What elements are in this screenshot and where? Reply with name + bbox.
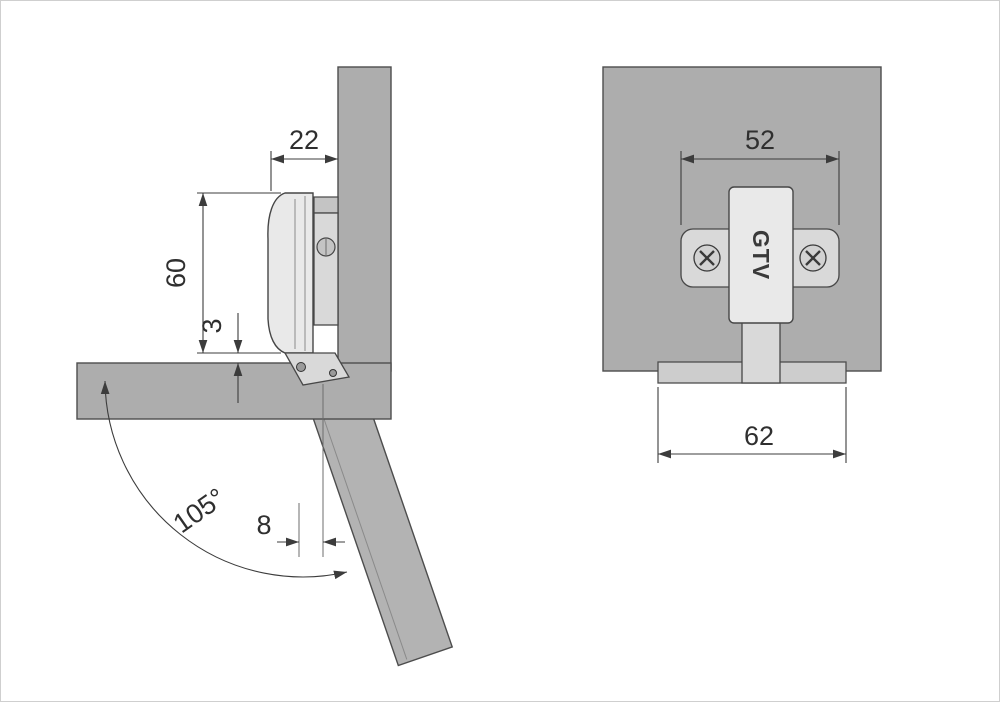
pivot-point (296, 362, 306, 372)
dim-gap: 3 (197, 313, 243, 403)
dim-label-gap: 3 (197, 318, 227, 333)
dim-label-screw-spacing: 52 (745, 125, 775, 155)
dim-label-plate-width: 62 (744, 421, 774, 451)
front-view: GTV 52 62 (602, 66, 882, 463)
dim-label-offset: 8 (256, 510, 271, 540)
cabinet-side-panel (337, 66, 392, 372)
dim-cup-distance: 22 (270, 125, 338, 191)
angle-label: 105° (168, 482, 231, 539)
brand-label: GTV (748, 230, 774, 280)
link-pin (329, 369, 337, 377)
dim-plate-width: 62 (657, 387, 847, 463)
dim-hinge-height: 60 (161, 192, 281, 354)
mounting-plate: GTV (680, 186, 840, 384)
hinge-linkage (283, 352, 351, 386)
side-view: 22 60 3 105° (76, 66, 454, 667)
plate-body (728, 186, 794, 324)
dim-label-hinge-height: 60 (161, 258, 191, 288)
plate-lower-strip (741, 320, 781, 384)
dim-offset: 8 (256, 384, 345, 557)
dim-screw-spacing: 52 (680, 125, 840, 225)
hinge-cup (267, 192, 314, 354)
dim-label-cup-distance: 22 (289, 125, 319, 155)
screw-left (693, 244, 721, 272)
screw-right (799, 244, 827, 272)
hinge-arm (313, 196, 339, 326)
